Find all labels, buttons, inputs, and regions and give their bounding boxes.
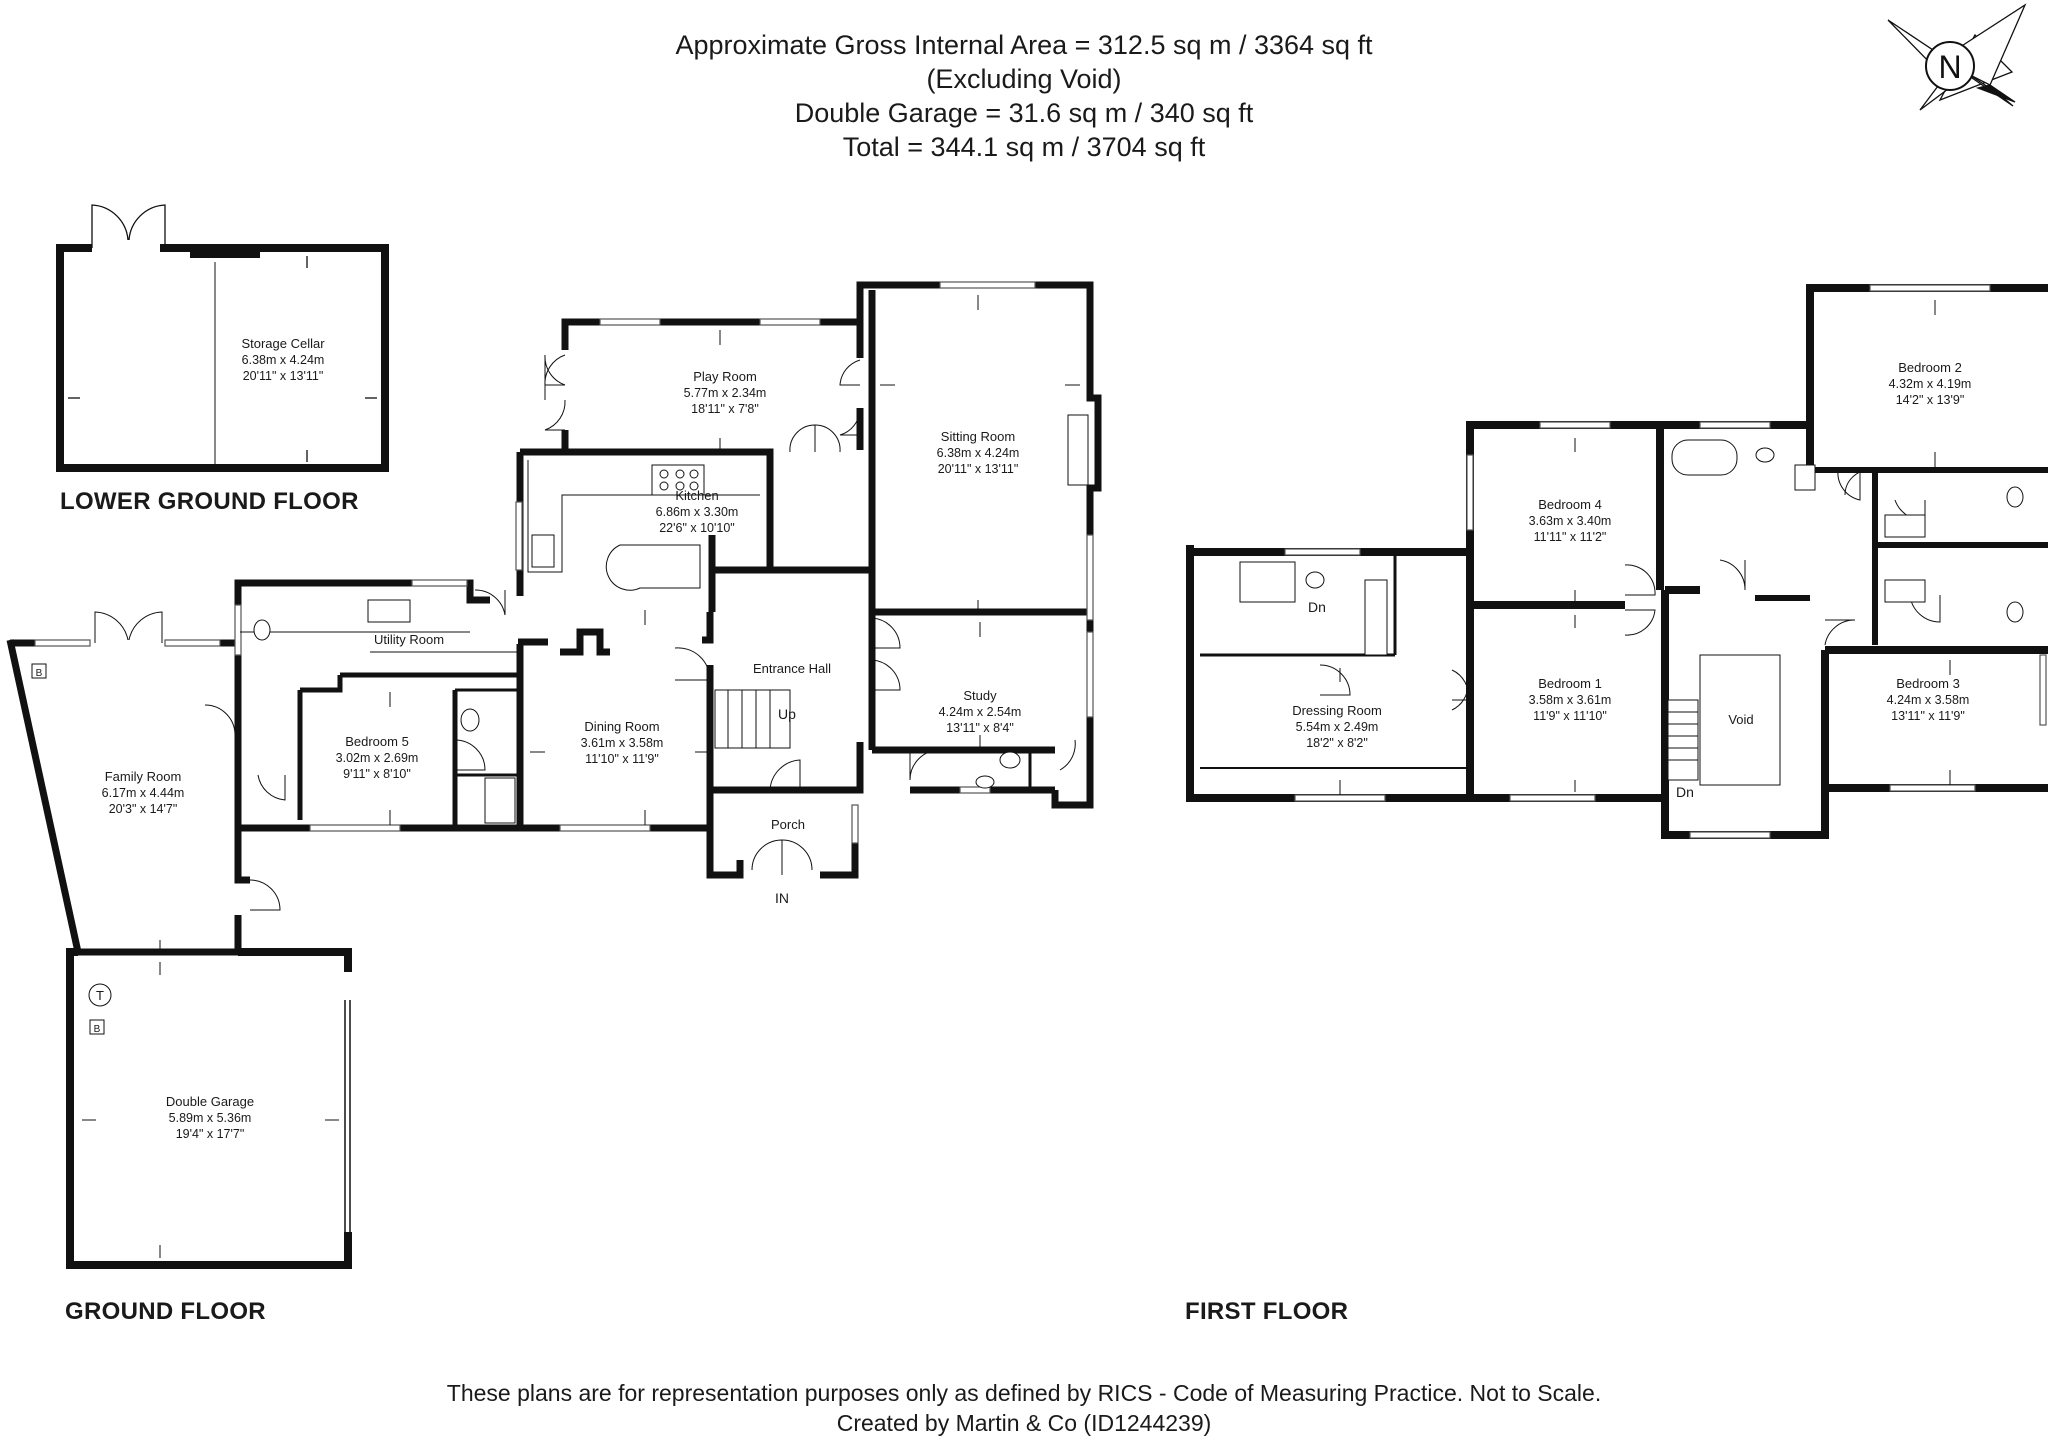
tank-marker: T <box>96 988 104 1003</box>
area-summary: Approximate Gross Internal Area = 312.5 … <box>0 28 2048 164</box>
bedroom1-name: Bedroom 1 <box>1538 676 1602 691</box>
study-imperial: 13'11" x 8'4" <box>946 721 1014 735</box>
first-floor-walls <box>1186 284 2048 839</box>
entrance-in-label: IN <box>775 890 789 906</box>
bedroom5-metric: 3.02m x 2.69m <box>336 751 419 765</box>
kitchen-imperial: 22'6" x 10'10" <box>659 521 735 535</box>
first-floor-windows <box>1284 284 2047 839</box>
bedroom4-name: Bedroom 4 <box>1538 497 1602 512</box>
total-area-text: Total = 344.1 sq m / 3704 sq ft <box>842 132 1206 162</box>
family-room-metric: 6.17m x 4.44m <box>102 786 185 800</box>
bedroom4-imperial: 11'11" x 11'2" <box>1534 530 1607 544</box>
first-floor-fixtures <box>1239 439 2024 781</box>
bedroom3-imperial: 13'11" x 11'9" <box>1891 709 1965 723</box>
play-room-name: Play Room <box>693 369 757 384</box>
kitchen-metric: 6.86m x 3.30m <box>656 505 739 519</box>
lower-ground-floor-label: LOWER GROUND FLOOR <box>60 488 359 515</box>
bedroom2-metric: 4.32m x 4.19m <box>1889 377 1972 391</box>
storage-cellar-name: Storage Cellar <box>241 336 325 351</box>
void-label: Void <box>1728 712 1753 727</box>
play-room-metric: 5.77m x 2.34m <box>684 386 767 400</box>
storage-cellar-walls <box>56 204 389 472</box>
first-floor-doors <box>1319 469 1941 711</box>
credit-text: Created by Martin & Co (ID1244239) <box>836 1410 1212 1436</box>
compass-icon: N <box>1887 3 2027 111</box>
bedroom5-imperial: 9'11" x 8'10" <box>343 767 411 781</box>
storage-cellar-metric: 6.38m x 4.24m <box>242 353 325 367</box>
dimension-arrows <box>82 295 1951 1258</box>
garage-area-text: Double Garage = 31.6 sq m / 340 sq ft <box>794 98 1254 128</box>
dressing-room-name: Dressing Room <box>1292 703 1382 718</box>
gross-area-text: Approximate Gross Internal Area = 312.5 … <box>675 30 1373 60</box>
dressing-room-metric: 5.54m x 2.49m <box>1296 720 1379 734</box>
ground-floor-label: GROUND FLOOR <box>65 1298 266 1325</box>
sitting-room-imperial: 20'11" x 13'11" <box>938 462 1019 476</box>
dining-room-name: Dining Room <box>584 719 659 734</box>
dining-room-imperial: 11'10" x 11'9" <box>585 752 659 766</box>
bedroom4-metric: 3.63m x 3.40m <box>1529 514 1612 528</box>
boiler-marker-garage: B <box>94 1024 101 1035</box>
excluding-void-text: (Excluding Void) <box>926 64 1122 94</box>
boiler-marker-family-room: B <box>36 668 43 679</box>
double-garage-imperial: 19'4" x 17'7" <box>176 1127 245 1141</box>
kitchen-name: Kitchen <box>675 488 718 503</box>
disclaimer-text: These plans are for representation purpo… <box>446 1380 1602 1406</box>
family-room-name: Family Room <box>105 769 182 784</box>
bedroom2-name: Bedroom 2 <box>1898 360 1962 375</box>
dining-room-metric: 3.61m x 3.58m <box>581 736 664 750</box>
study-name: Study <box>963 688 997 703</box>
utility-room-name: Utility Room <box>374 632 444 647</box>
storage-cellar-imperial: 20'11" x 13'11" <box>243 369 324 383</box>
ground-floor-doors <box>94 354 1076 911</box>
double-garage-metric: 5.89m x 5.36m <box>169 1111 252 1125</box>
stairs-down-label-landing: Dn <box>1676 784 1694 800</box>
first-floor-label: FIRST FLOOR <box>1185 1298 1349 1325</box>
porch-name: Porch <box>771 817 805 832</box>
ground-floor-windows <box>34 281 1094 844</box>
bedroom2-imperial: 14'2" x 13'9" <box>1896 393 1965 407</box>
bedroom1-imperial: 11'9" x 11'10" <box>1533 709 1607 723</box>
compass-letter: N <box>1938 49 1961 85</box>
entrance-hall-name: Entrance Hall <box>753 661 831 676</box>
sitting-room-metric: 6.38m x 4.24m <box>937 446 1020 460</box>
study-metric: 4.24m x 2.54m <box>939 705 1022 719</box>
ground-floor-fixtures <box>31 414 1089 1035</box>
dressing-room-imperial: 18'2" x 8'2" <box>1306 736 1368 750</box>
sitting-room-name: Sitting Room <box>941 429 1015 444</box>
bedroom5-name: Bedroom 5 <box>345 734 409 749</box>
stairs-down-label: Dn <box>1308 599 1326 615</box>
ground-floor-walls <box>6 281 1102 1269</box>
bedroom3-metric: 4.24m x 3.58m <box>1887 693 1970 707</box>
bedroom1-metric: 3.58m x 3.61m <box>1529 693 1612 707</box>
stairs-up-label: Up <box>778 706 796 722</box>
family-room-imperial: 20'3" x 14'7" <box>109 802 178 816</box>
bedroom3-name: Bedroom 3 <box>1896 676 1960 691</box>
disclaimer: These plans are for representation purpo… <box>0 1378 2048 1438</box>
double-garage-name: Double Garage <box>166 1094 254 1109</box>
play-room-imperial: 18'11" x 7'8" <box>691 402 759 416</box>
